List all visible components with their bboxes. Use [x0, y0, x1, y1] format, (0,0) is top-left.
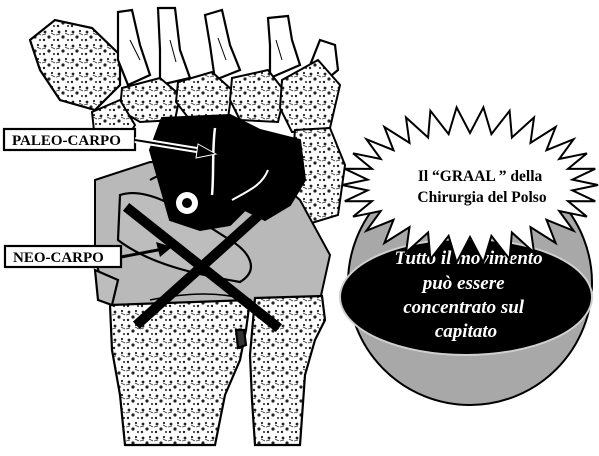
neo-label: NEO-CARPO — [13, 250, 104, 266]
paleo-label: PALEO-CARPO — [12, 133, 121, 149]
